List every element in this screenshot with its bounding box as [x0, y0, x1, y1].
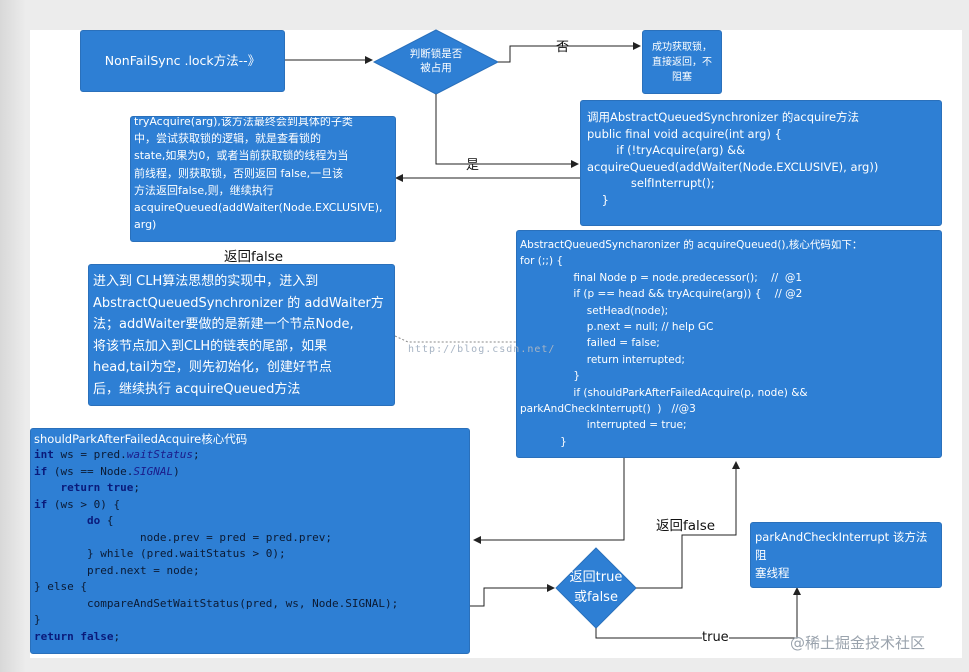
start-node-text: NonFailSync .lock方法--》	[104, 53, 261, 68]
acquire-node: 调用AbstractQueuedSynchronizer 的acquire方法 …	[580, 100, 942, 226]
edge-label-yes: 是	[466, 158, 480, 173]
decision-locked-text: 判断锁是否 被占用	[409, 48, 463, 74]
edge-yes	[435, 94, 579, 168]
acquire-node-text: 调用AbstractQueuedSynchronizer 的acquire方法 …	[587, 110, 879, 207]
code-token: ;	[133, 481, 140, 494]
edge-label-return-false-2: 返回false	[656, 514, 716, 534]
should-park-title: shouldParkAfterFailedAcquire核心代码	[34, 432, 248, 446]
code-token: return false	[34, 629, 114, 643]
success-node: 成功获取锁， 直接返回，不 阻塞	[642, 30, 722, 94]
code-line: } while (pred.waitStatus > 0);	[34, 546, 466, 563]
edge-label-no: 否	[556, 40, 570, 55]
code-line: if (ws > 0) {	[34, 497, 466, 514]
should-park-node: shouldParkAfterFailedAcquire核心代码 int ws …	[30, 428, 470, 654]
code-token: } else {	[34, 580, 87, 593]
start-node: NonFailSync .lock方法--》	[80, 30, 285, 92]
code-token: {	[100, 514, 114, 527]
code-token: if	[34, 464, 48, 478]
code-token: if	[34, 497, 48, 511]
code-token: } while (pred.waitStatus > 0);	[34, 547, 286, 560]
code-token: )	[173, 464, 180, 478]
park-node-text: parkAndCheckInterrupt 该方法阻 塞线程	[755, 530, 928, 580]
edge-addwaiter-queued	[394, 335, 516, 343]
try-acquire-node: tryAcquire(arg),该方法最终会到具体的子类 中，尝试获取锁的逻辑，…	[130, 116, 396, 242]
should-park-code: int ws = pred.waitStatus;if (ws == Node.…	[34, 447, 466, 645]
edge-no	[498, 42, 641, 63]
code-line: do {	[34, 513, 466, 530]
edge-result-park	[595, 587, 801, 639]
code-token: (ws == Node.	[47, 464, 134, 478]
code-token: ;	[192, 448, 200, 461]
code-token: node.prev = pred = pred.prev;	[34, 530, 333, 544]
page-shadow	[0, 0, 26, 672]
code-token: (ws > 0) {	[47, 497, 121, 511]
code-token: SIGNAL	[133, 464, 174, 478]
edge-label-true: true	[702, 630, 729, 645]
code-token: int	[34, 448, 54, 461]
success-node-text: 成功获取锁， 直接返回，不 阻塞	[652, 41, 712, 83]
code-token: compareAndSetWaitStatus(pred, ws, Node.S…	[34, 596, 399, 610]
decision-result-text: 返回true 或false	[569, 570, 623, 605]
watermark: @稀土掘金技术社区	[790, 634, 926, 652]
edge-shouldpark-result	[470, 584, 555, 607]
code-line: pred.next = node;	[34, 563, 466, 580]
code-line: int ws = pred.waitStatus;	[34, 447, 466, 464]
watermark-url: http://blog.csdn.net/	[408, 344, 556, 355]
code-token: return true	[34, 481, 134, 494]
code-token: do	[34, 514, 101, 527]
code-line: node.prev = pred = pred.prev;	[34, 530, 466, 547]
code-line: return true;	[34, 480, 466, 497]
edge-queued-shouldpark	[473, 458, 625, 544]
code-line: return false;	[34, 629, 466, 646]
acquire-queued-node: AbstractQueuedSyncharonizer 的 acquireQue…	[516, 230, 942, 458]
add-waiter-node: 进入到 CLH算法思想的实现中，进入到 AbstractQueuedSynchr…	[88, 264, 395, 406]
edge-label-return-false-1: 返回false	[224, 249, 284, 265]
code-line: }	[34, 612, 466, 629]
code-line: } else {	[34, 579, 466, 596]
code-token: pred.next = node;	[34, 563, 200, 577]
code-line: compareAndSetWaitStatus(pred, ws, Node.S…	[34, 596, 466, 613]
acquire-queued-node-text: AbstractQueuedSyncharonizer 的 acquireQue…	[520, 239, 863, 448]
try-acquire-node-text: tryAcquire(arg),该方法最终会到具体的子类 中，尝试获取锁的逻辑，…	[134, 116, 383, 232]
code-line: if (ws == Node.SIGNAL)	[34, 464, 466, 481]
park-node: parkAndCheckInterrupt 该方法阻 塞线程	[750, 522, 942, 588]
code-token: }	[34, 613, 41, 626]
code-token: waitStatus	[126, 448, 193, 461]
edge-result-queued	[636, 461, 740, 589]
code-token: ws = pred.	[53, 448, 127, 461]
add-waiter-node-text: 进入到 CLH算法思想的实现中，进入到 AbstractQueuedSynchr…	[93, 274, 384, 397]
code-token: ;	[113, 629, 121, 643]
